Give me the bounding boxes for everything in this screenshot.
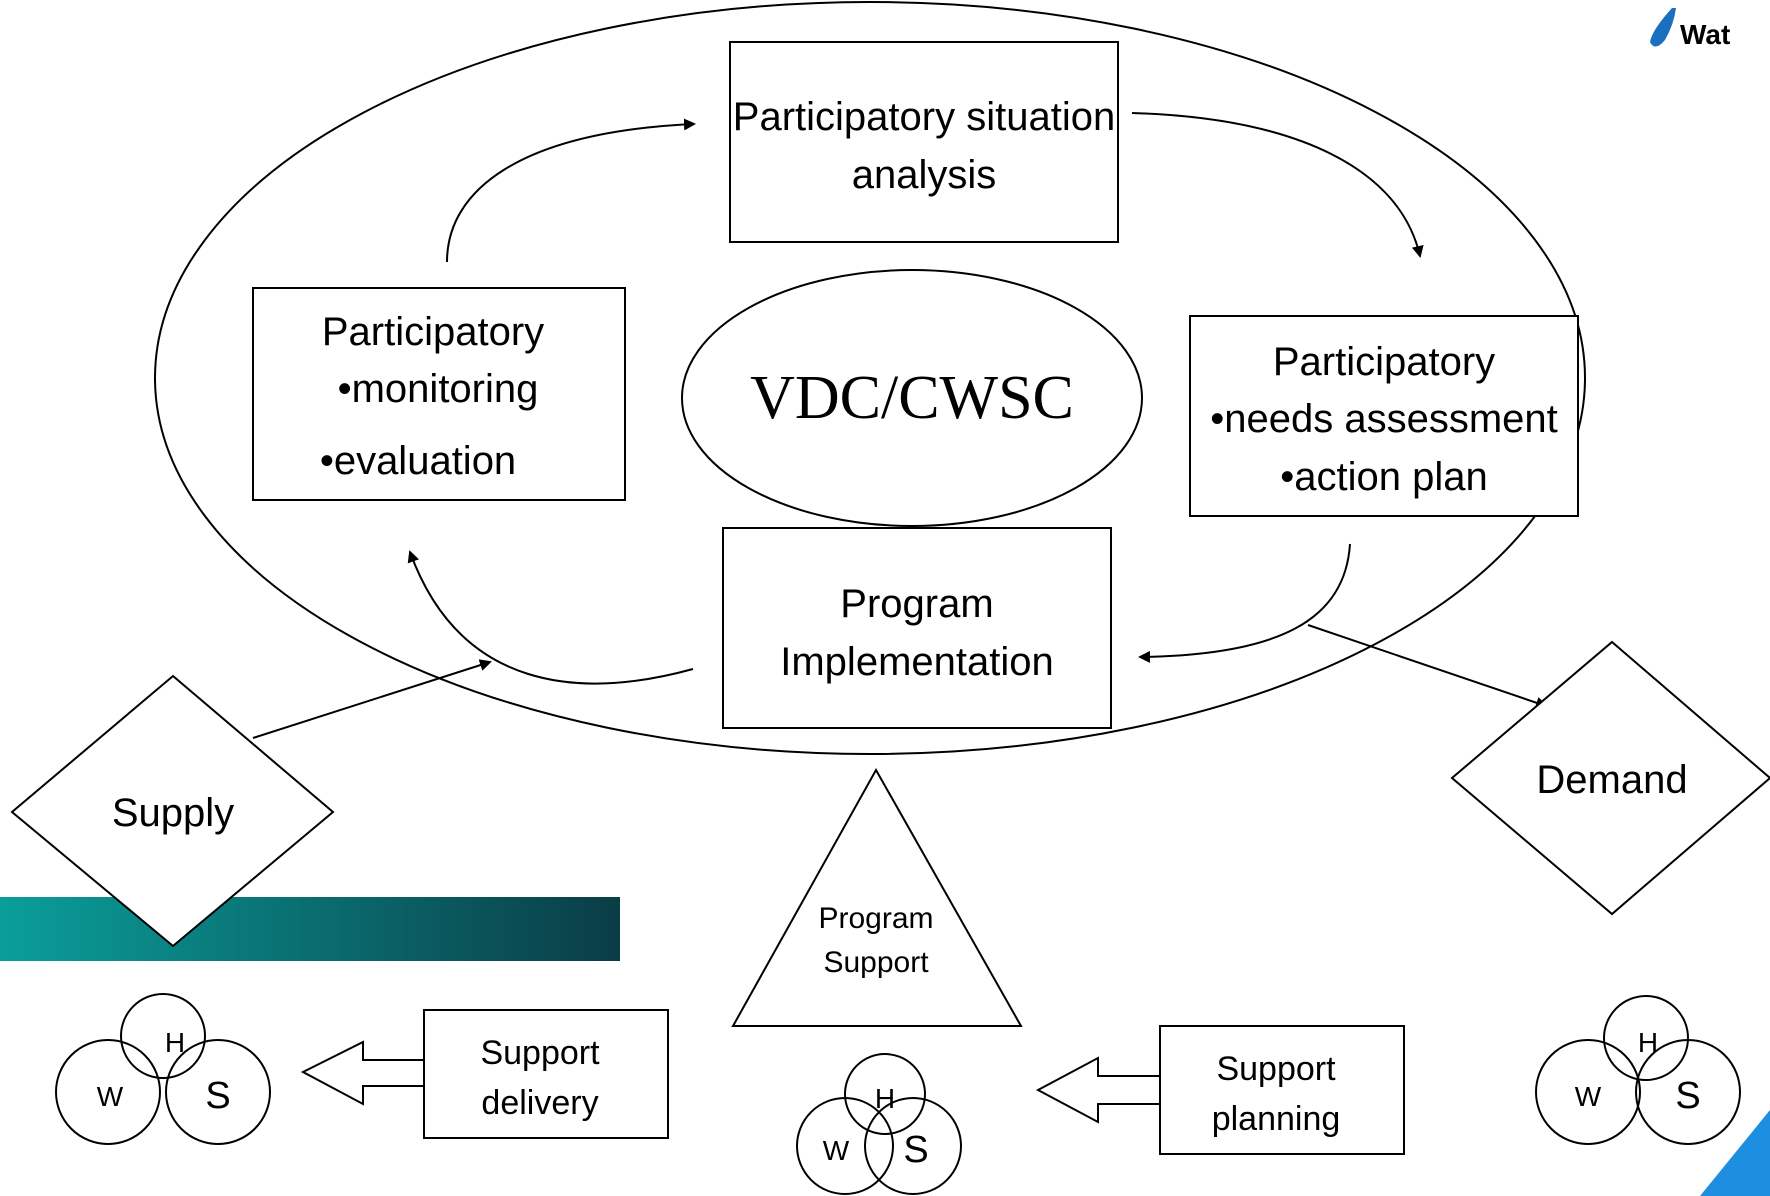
logo-text: Wat [1680, 19, 1730, 50]
arrow-cycle-to-demand [1307, 624, 1548, 709]
support-planning-hollow-arrow [1035, 1056, 1161, 1124]
situation-line1: Participatory situation [733, 95, 1115, 139]
support-planning-box [1159, 1025, 1405, 1155]
needs-line2: •needs assessment [1210, 397, 1558, 441]
center-label: VDC/CWSC [750, 364, 1074, 432]
venn-right-w: W [1575, 1081, 1602, 1112]
water-drop-icon [1650, 8, 1676, 47]
venn-left-h: H [165, 1027, 185, 1058]
support-delivery-line2: delivery [481, 1084, 598, 1122]
monitoring-evaluation-box [252, 287, 626, 501]
program-implementation-box [722, 527, 1112, 729]
venn-hws-left: H W S [55, 993, 271, 1145]
needs-line1: Participatory [1273, 340, 1495, 384]
implementation-line1: Program [840, 582, 993, 626]
accent-bar [0, 897, 620, 961]
situation-line2: analysis [852, 153, 997, 197]
venn-left-w: W [97, 1081, 124, 1112]
venn-left-s: S [205, 1075, 230, 1117]
needs-line3: •action plan [1280, 455, 1487, 499]
outer-cycle-ellipse [154, 1, 1586, 755]
monitoring-line3: •evaluation [320, 439, 516, 483]
venn-right-s: S [1675, 1075, 1700, 1117]
program-support-line2: Support [823, 946, 929, 979]
arrow-needs-to-implementation [1138, 543, 1351, 663]
program-support-line1: Program [818, 902, 933, 935]
situation-analysis-box [729, 41, 1119, 243]
water-logo: Wat [1650, 8, 1730, 50]
venn-center-h: H [875, 1083, 895, 1114]
venn-center-w: W [823, 1135, 850, 1166]
corner-accent [1700, 1110, 1770, 1196]
support-planning-line2: planning [1212, 1100, 1341, 1138]
demand-label: Demand [1536, 758, 1687, 802]
implementation-line2: Implementation [780, 640, 1053, 684]
arrow-implementation-to-monitoring [407, 550, 694, 685]
monitoring-line2: •monitoring [338, 367, 539, 411]
supply-diamond [10, 674, 335, 948]
supply-label: Supply [112, 791, 234, 835]
arrow-situation-to-needs [1131, 112, 1424, 258]
venn-right-h: H [1638, 1027, 1658, 1058]
program-support-triangle [731, 767, 1023, 1027]
support-planning-line1: Support [1216, 1050, 1336, 1088]
monitoring-line1: Participatory [322, 310, 544, 354]
venn-hws-center: H W S [796, 1053, 962, 1195]
venn-center-s: S [903, 1129, 928, 1171]
demand-diamond [1450, 640, 1770, 916]
needs-assessment-box [1189, 315, 1579, 517]
arrow-monitoring-to-situation [446, 118, 696, 263]
center-ellipse [681, 269, 1143, 527]
support-delivery-hollow-arrow [300, 1040, 425, 1106]
support-delivery-box [423, 1009, 669, 1139]
support-delivery-line1: Support [480, 1034, 600, 1072]
arrow-supply-to-cycle [252, 659, 492, 739]
venn-hws-right: H W S [1535, 995, 1741, 1145]
